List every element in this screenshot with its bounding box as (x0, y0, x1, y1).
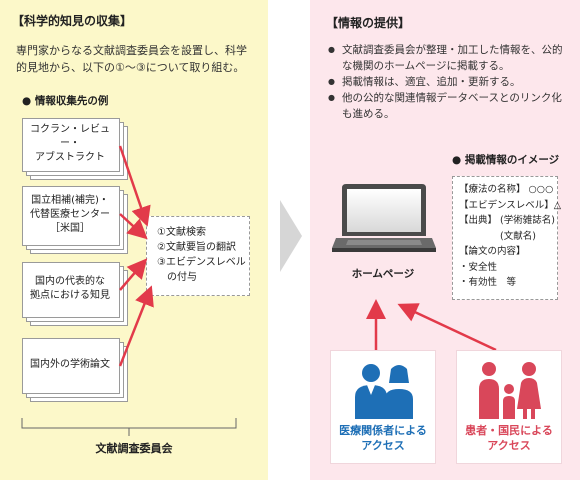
task-item: ②文献要旨の翻訳 (157, 242, 236, 253)
arrow-source3 (119, 258, 148, 291)
info-line: 【療法の名称】 ○○○ (459, 184, 554, 195)
laptop-icon (332, 184, 436, 252)
source-label: コクラン・レビュー・ アブストラクト (30, 124, 110, 163)
right-bullet: 掲載情報は、適宜、追加・更新する。 (328, 74, 564, 90)
info-line: 【出典】 (学術雑誌名) (459, 215, 555, 226)
right-bullet: 他の公的な関連情報データベースとのリンク化も進める。 (328, 90, 564, 122)
right-bullet: 文献調査委員会が整理・加工した情報を、公的な機関のホームページに掲載する。 (328, 42, 564, 74)
left-heading: 【科学的知見の収集】 (12, 14, 133, 28)
tasks-box: ①文献検索 ②文献要旨の翻訳 ③エビデンスレベル の付与 (146, 216, 250, 296)
arrow-source4 (118, 285, 154, 367)
medical-staff-icon (355, 364, 413, 419)
homepage-label: ホームページ (351, 268, 415, 280)
source-label: 国内外の学術論文 (30, 359, 110, 370)
left-intro-line2: 的見地から、以下の①～③について取り組む。 (16, 61, 245, 74)
image-title: ● 掲載情報のイメージ (452, 154, 560, 166)
flow-chevron-icon (280, 200, 302, 272)
task-item: ③エビデンスレベル (157, 257, 246, 268)
patient-access-card: 患者・国民による アクセス (456, 350, 562, 464)
source-label: 国立相補(補完)・ 代替医療センター ［米国］ (30, 195, 110, 234)
medical-access-label: 医療関係者による アクセス (339, 424, 427, 452)
patient-access-label: 患者・国民による アクセス (465, 424, 553, 452)
committee-label: 文献調査委員会 (95, 442, 173, 455)
arrow-source1 (118, 145, 151, 227)
info-line: (文献名) (459, 230, 536, 242)
info-line: ・有効性 等 (459, 277, 517, 288)
source-label: 国内の代表的な 拠点における知見 (30, 276, 110, 301)
info-line: 【エビデンスレベル】△ (459, 199, 562, 211)
access-arrows (366, 299, 497, 352)
right-heading: 【情報の提供】 (326, 16, 411, 30)
left-intro-line1: 専門家からなる文献調査委員会を設置し、科学 (16, 44, 247, 57)
info-line: 【論文の内容】 (459, 246, 526, 257)
task-item: ①文献検索 (157, 227, 206, 238)
left-arrows (21, 145, 237, 436)
info-line: ・安全性 (459, 261, 498, 273)
medical-access-card: 医療関係者による アクセス (330, 350, 436, 464)
committee-bracket (21, 418, 237, 429)
arrow-patients (397, 303, 497, 352)
family-icon (479, 362, 541, 419)
arrow-source2 (119, 213, 148, 240)
info-box: 【療法の名称】 ○○○ 【エビデンスレベル】△ 【出典】 (学術雑誌名) (文献… (452, 176, 562, 300)
right-bullets: 文献調査委員会が整理・加工した情報を、公的な機関のホームページに掲載する。 掲載… (328, 42, 564, 122)
sources-title: ● 情報収集先の例 (22, 95, 109, 107)
task-item: の付与 (157, 272, 197, 283)
